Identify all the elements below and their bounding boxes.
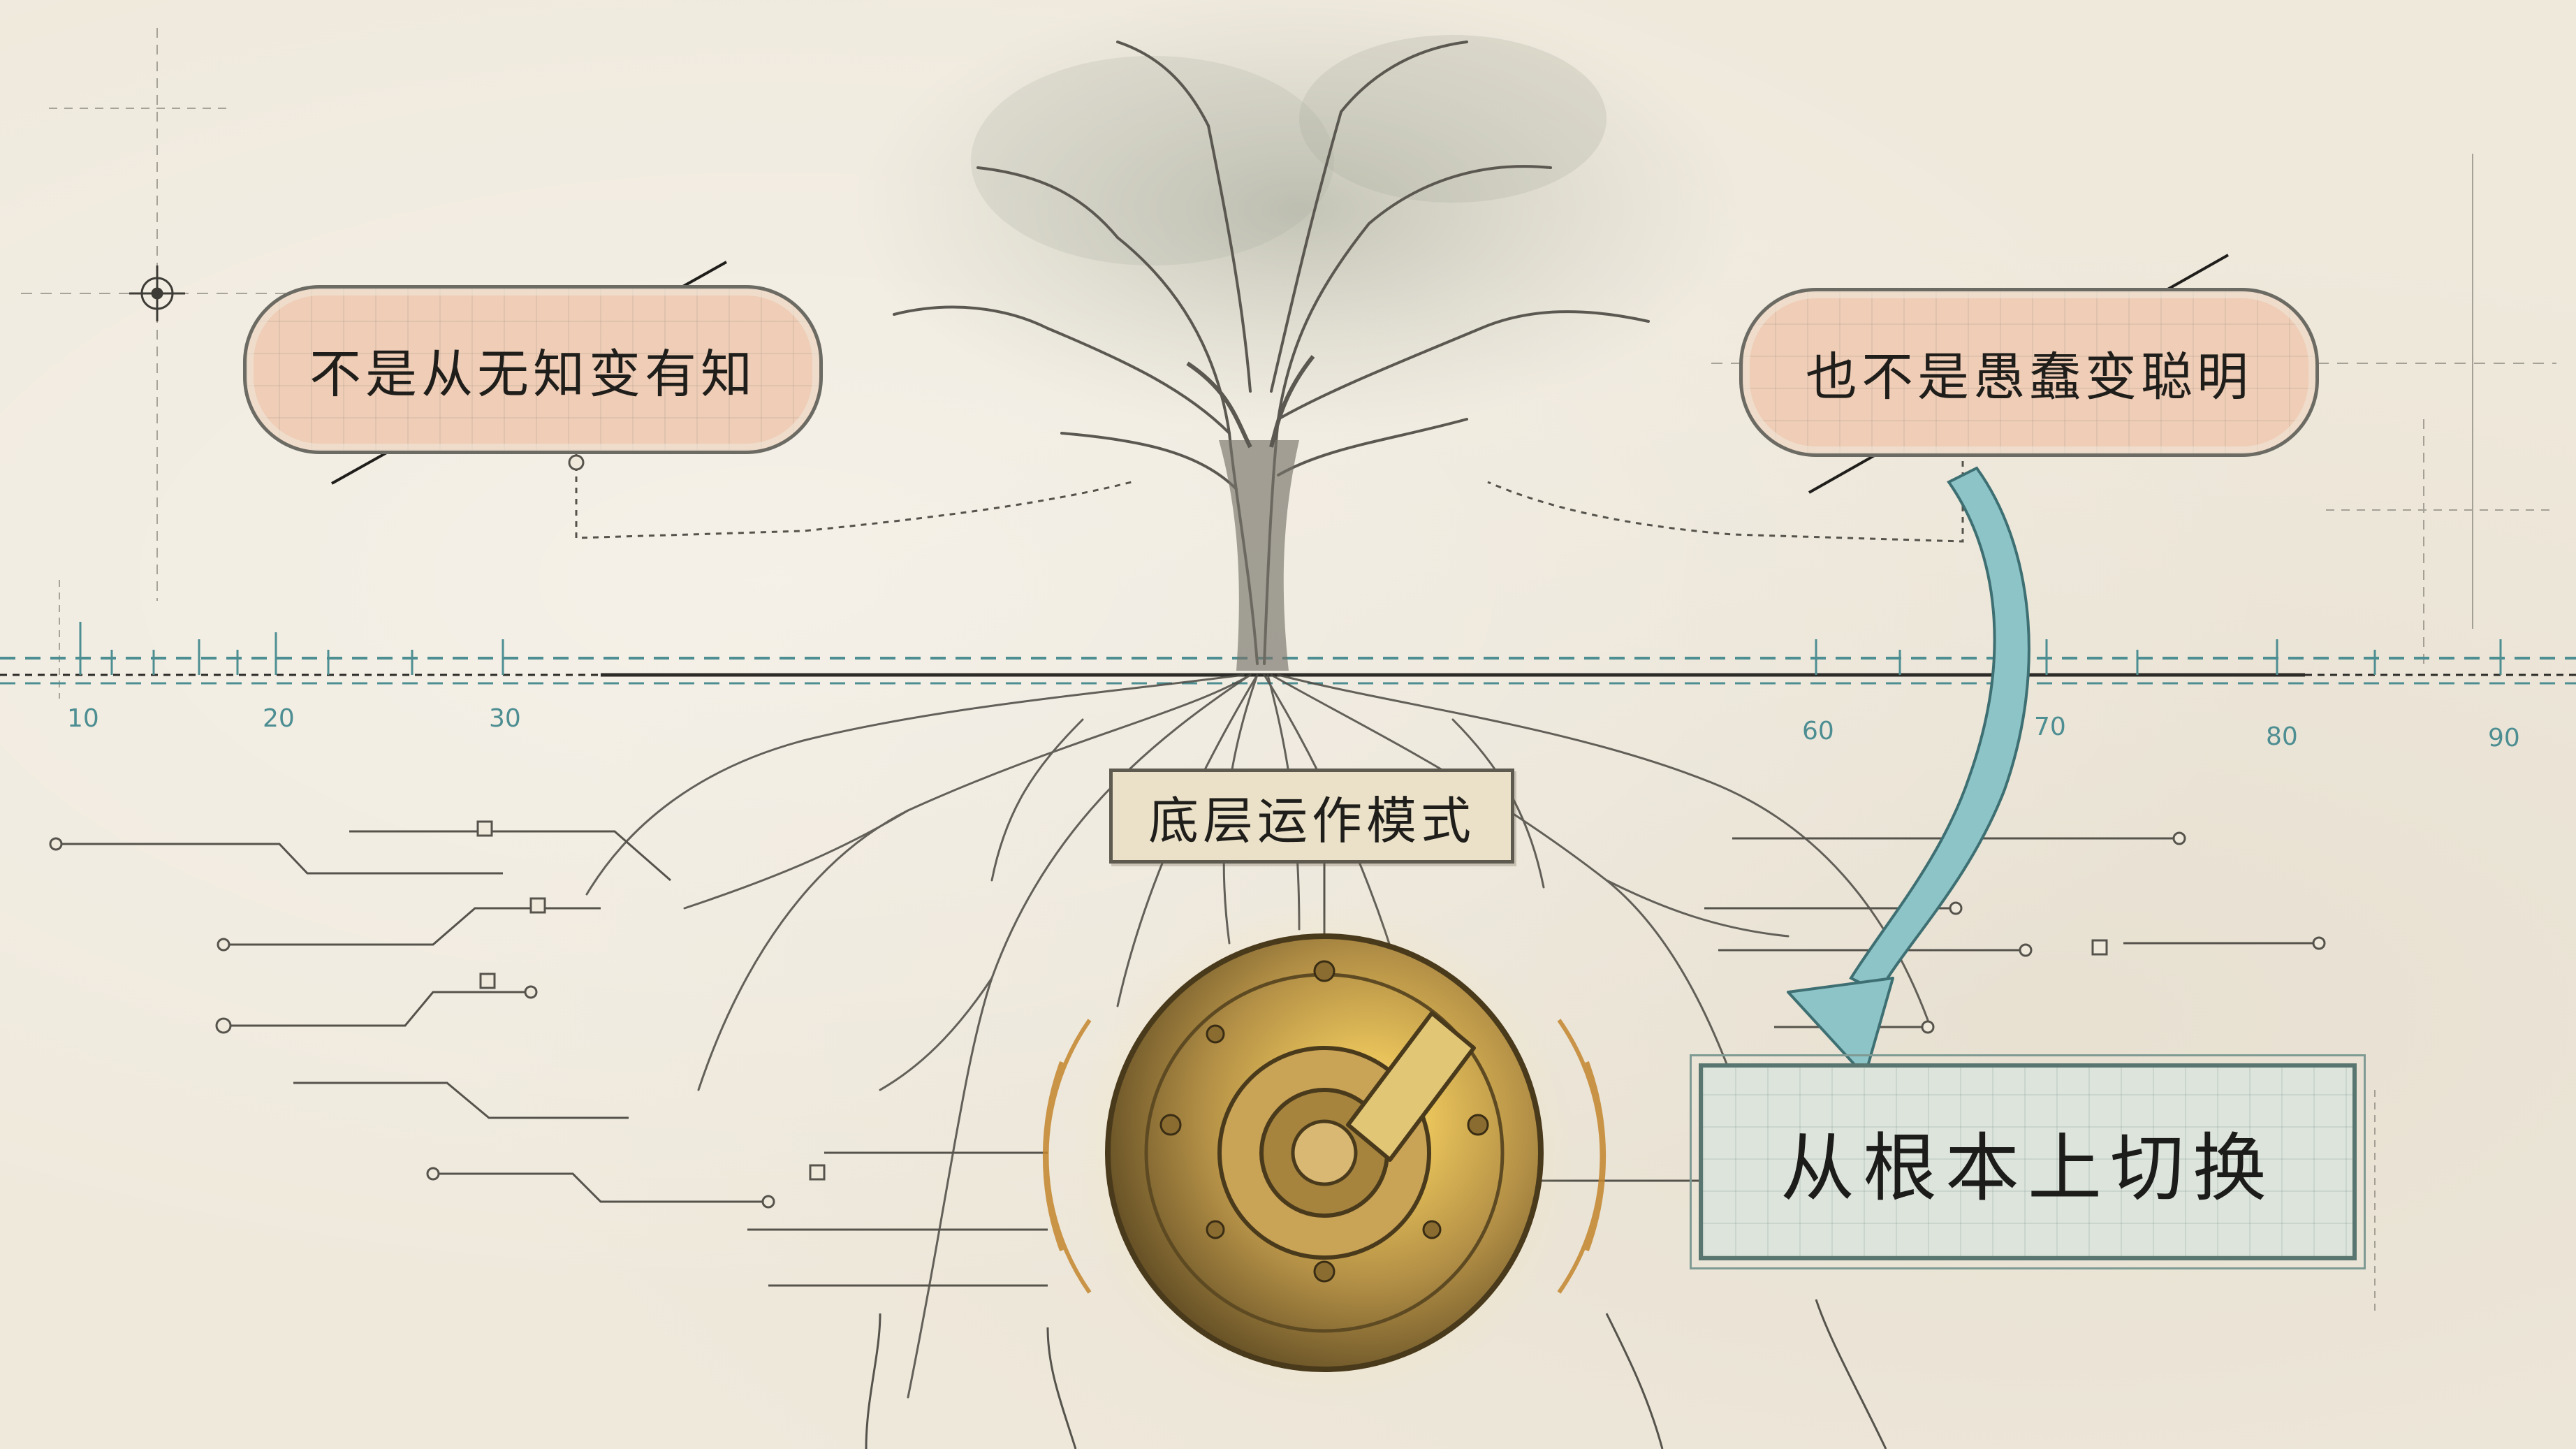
crosshair-target-icon	[129, 265, 185, 321]
curved-arrow-icon	[1787, 466, 2030, 1077]
switch-box-label: 从根本上切换	[1780, 1126, 2275, 1211]
negation-pill-left: 不是从无知变有知	[243, 285, 823, 454]
ruler-tick-label: 10	[67, 704, 99, 733]
negation-pill-right: 也不是愚蠢变聪明	[1739, 288, 2319, 457]
ruler-tick-label: 30	[489, 704, 521, 733]
tree-icon	[852, 0, 1746, 671]
ruler-tick-labels: 10 20 30 60 70 80 90	[67, 704, 2520, 752]
negation-pill-right-label: 也不是愚蠢变聪明	[1806, 347, 2253, 407]
brass-rotary-switch-icon	[1042, 901, 1607, 1404]
negation-pill-left-label: 不是从无知变有知	[309, 344, 756, 405]
ruler-tick-label: 90	[2488, 724, 2520, 752]
ruler-tick-label: 60	[1802, 717, 1834, 745]
switch-box: 从根本上切换	[1690, 1054, 2366, 1269]
ruler-tick-label: 80	[2266, 722, 2298, 751]
root-mode-label: 底层运作模式	[1109, 769, 1514, 864]
ruler-ticks	[79, 622, 2502, 675]
ruler-tick-label: 70	[2034, 713, 2066, 741]
circuit-nodes	[49, 820, 2326, 1209]
ruler-tick-label: 20	[263, 704, 295, 733]
root-mode-label-text: 底层运作模式	[1148, 791, 1475, 850]
root-network	[585, 673, 1929, 1399]
